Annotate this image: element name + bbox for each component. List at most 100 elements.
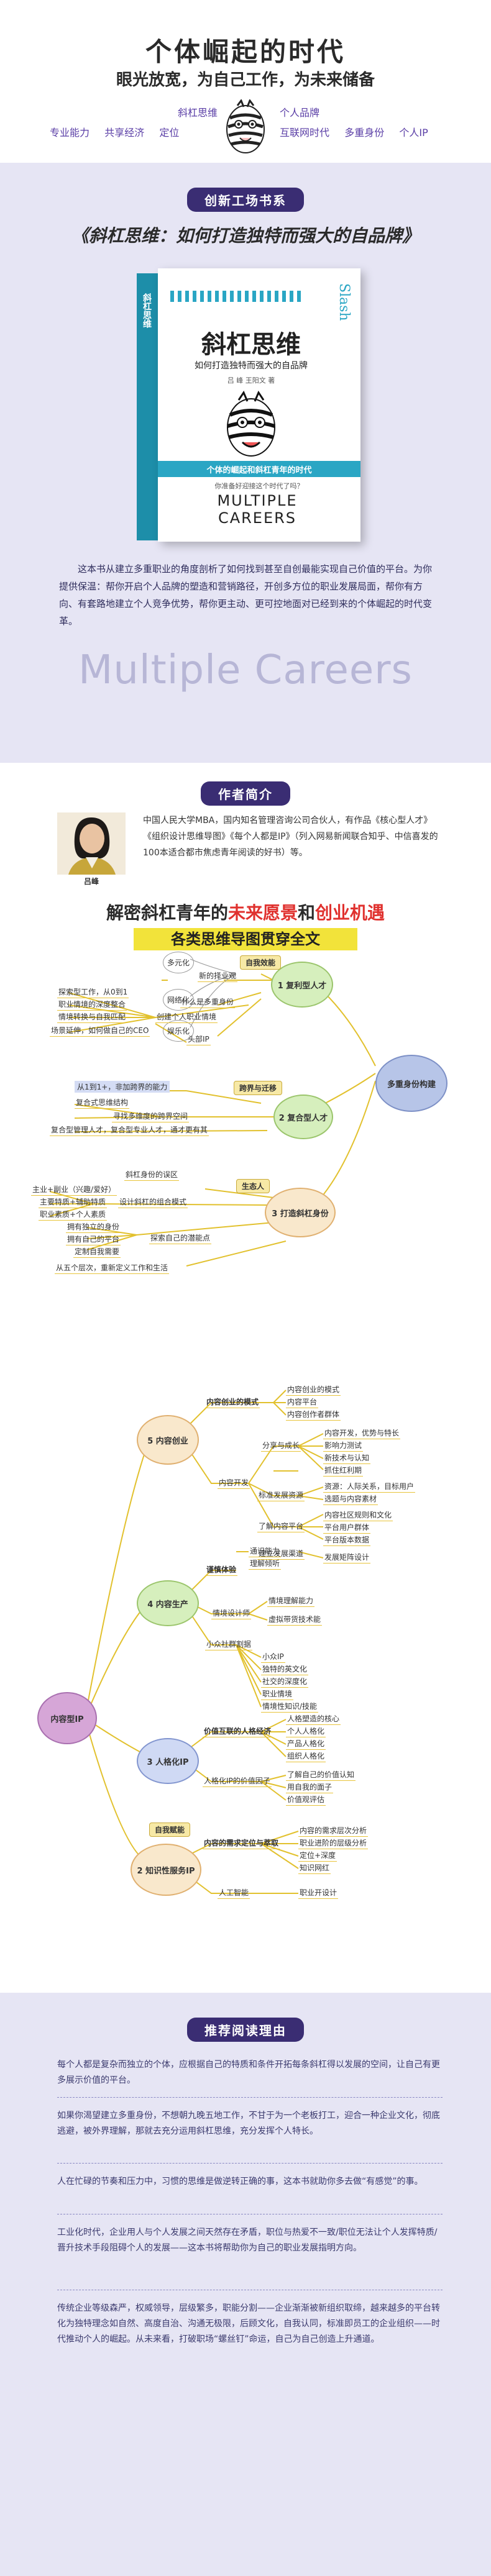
node-a-fen: 分享与成长 [261,1440,301,1452]
node-d-n2: 职业进阶的层级分析 [298,1837,369,1849]
tag-ecology-person: 生态人 [236,1179,270,1193]
node-b-n6: 职业情境 [261,1688,294,1700]
node-c-n4: 组织人格化 [286,1750,326,1762]
node-top-ip: 头部IP [186,1034,211,1045]
node-own-platform: 拥有自己的平台 [66,1234,121,1245]
node-c-n5: 了解自己的价值认知 [286,1769,356,1781]
node-a-n2: 内容平台 [286,1396,319,1408]
reason-1: 每个人都是复杂而独立的个体，应根据自己的特质和条件开拓每条斜杠得以发展的空间，让… [57,2060,440,2085]
node-b-n5: 社交的深度化 [261,1676,309,1688]
node-a-n11: 平台用户群体 [323,1522,371,1534]
node-b-n7: 情境性知识/技能 [261,1701,319,1713]
node-a-n7: 抓住红利期 [323,1465,364,1477]
node-networked: 网络化 [163,989,195,1011]
node-a-jian: 建立发展渠道 [257,1548,305,1560]
node-create-context: 创建个人职业情境 [155,1011,218,1023]
node-new-career-view: 新的择业观 [198,970,238,982]
node-independent-identity: 拥有独立的身份 [66,1221,121,1233]
node-c-n1: 人格塑造的核心 [286,1713,341,1725]
mindmap-heading: 解密斜杠青年的未来愿景和创业机遇 [0,899,491,924]
node-d-n1: 内容的需求层次分析 [298,1825,369,1837]
node-b-n4: 独特的英文化 [261,1663,309,1675]
node-c-n3: 产品人格化 [286,1738,326,1750]
node-one-to-one-plus: 从1到1+，非加跨界的能力 [75,1081,170,1093]
reasons-heading: 推荐阅读理由 [187,2018,304,2042]
node-c-n7: 价值观评估 [286,1794,326,1806]
tag-left-3: 定位 [159,127,180,139]
node-explore-potential: 探索自己的潜能点 [149,1232,212,1244]
mindmap-center-node: 多重身份构建 [375,1055,447,1112]
cover-title: 斜杠思维 [201,330,301,359]
bubble-composite-talent: 2 复合型人才 [273,1095,333,1139]
node-slash-misconception: 斜杠身份的误区 [124,1169,180,1181]
node-c-n6: 用自我的面子 [286,1782,334,1793]
cover-zebra-icon [227,390,275,457]
book-cover: 斜杠思维 Slash 斜杠思维 如何打造独特而强大的自品牌 吕 峰 王阳文 著 [137,268,360,542]
book-section: 创新工场书系 《斜杠思维：如何打造独特而强大的自品牌》 斜杠思维 Slash 斜… [0,163,491,763]
reason-3: 人在忙碌的节奏和压力中，习惯的思维是做逆转正确的事，这本书就助你多去做“有感觉”… [57,2177,423,2187]
node-five-levels: 从五个层次，重新定义工作和生活 [55,1262,170,1274]
node-a-n13: 发展矩阵设计 [323,1552,371,1563]
reason-divider-1 [57,2097,443,2098]
node-c-jia: 价值互联的人格经济 [203,1726,273,1737]
node-a-moshi: 内容创业的模式 [205,1396,260,1408]
reason-5: 传统企业等级森严，权威领导，层级繁多，职能分割——企业渐渐被新组织取缔，越来越多… [57,2303,440,2344]
node-c-n2: 个人人格化 [286,1726,326,1737]
cover-slash: Slash [336,283,352,321]
tag-right-1: 互联网时代 [280,127,330,139]
node-composite-manager: 复合型管理人才，复合型专业人才，通才更有其 [50,1124,209,1136]
tag-cross-border: 跨界与迁移 [234,1081,283,1095]
page-title: 个体崛起的时代 [145,37,346,67]
node-multiple-identity: 什么是多重身份 [180,996,236,1008]
reason-4: 工业化时代，企业用人与个人发展之间天然存在矛盾，职位与热爱不一致/职位无法让个人… [57,2228,438,2253]
mindmap-heading-highlight-1: 未来愿景 [227,903,298,923]
book-side-text: 斜杠思维 [142,293,152,328]
cover-authors: 吕 峰 王阳文 著 [227,376,275,385]
author-section: 作者简介 吕峰 中国人民大学MBA，国内知名管理咨询公司合伙人，有作品《核心型人… [0,763,491,887]
author-heading: 作者简介 [201,781,290,806]
node-b-n1: 理解倾听 [249,1558,282,1570]
author-name: 吕峰 [83,877,99,886]
node-cross-space: 寻找多维度的跨界空间 [112,1111,190,1122]
tag-right-row: 互联网时代 多重身份 个人IP [280,124,428,139]
tag-left-1: 专业能力 [50,127,90,139]
node-b-qing: 情境设计师 [211,1608,252,1619]
node-a-n4: 内容开发，优势与特长 [323,1427,401,1439]
node-career-integration: 职业情境的深度整合 [57,999,127,1011]
book-spine [137,273,158,540]
node-a-n3: 内容创作者群体 [286,1409,341,1421]
bubble-content-startup: 5 内容创业 [137,1415,199,1465]
node-c-ren: 人格化IP的价值因子 [203,1775,272,1787]
node-custom-needs: 定制自我需要 [73,1246,121,1258]
node-a-n12: 平台版本数据 [323,1534,371,1546]
node-d-n3: 定位+深度 [298,1850,337,1862]
bubble-content-production: 4 内容生产 [137,1580,199,1626]
node-b-jiang: 谨慎体验 [205,1564,238,1576]
book-title: 《斜杠思维：如何打造独特而强大的自品牌》 [71,225,420,246]
bubble-knowledge-ip: 2 知识性服务IP [131,1844,201,1896]
mindmap-heading-pre: 解密斜杠青年的 [106,903,228,923]
bubble-slash-identity: 3 打造斜杠身份 [265,1188,336,1237]
node-composite-thinking: 复合式思维结构 [75,1097,130,1109]
reason-2: 如果你渴望建立多重身份，不想朝九晚五地工作，不甘于为一个老板打工，迎合一种企业文… [57,2111,440,2136]
cover-tagline: 个体的崛起和斜杠青年的时代 [206,466,312,475]
node-a-n8: 资源：人际关系，目标用户 [323,1481,416,1493]
mindmap-banner-text: 各类思维导图贯穿全文 [171,931,320,948]
node-b-n0: 通识能力 [249,1545,282,1557]
node-a-n5: 影响力测试 [323,1440,364,1452]
page-subtitle: 眼光放宽，为自己工作，为未来储备 [116,71,375,89]
tag-right-3: 个人IP [399,127,428,139]
cover-question: 你准备好迎接这个时代了吗？ [214,482,304,490]
node-a-biao: 标准发展资源 [257,1490,305,1501]
tag-personal-brand: 个人品牌 [280,107,320,119]
node-d-n4: 知识网红 [298,1862,331,1874]
node-a-liao: 了解内容平台 [257,1521,305,1532]
node-exploration: 探索型工作，从0到1 [57,986,129,998]
node-d-ren: 人工智能 [218,1887,250,1899]
node-b-n3: 虚拟带货技术能 [267,1614,323,1626]
mindmap-2-center-node: 内容型IP [37,1692,97,1744]
series-badge: 创新工场书系 [187,188,304,212]
author-bio: 中国人民大学MBA，国内知名管理咨询公司合伙人，有作品《核心型人才》《组织设计思… [143,816,438,858]
node-d-zhi: 内容的需求定位与萃取 [203,1837,280,1849]
node-a-n1: 内容创业的模式 [286,1384,341,1396]
